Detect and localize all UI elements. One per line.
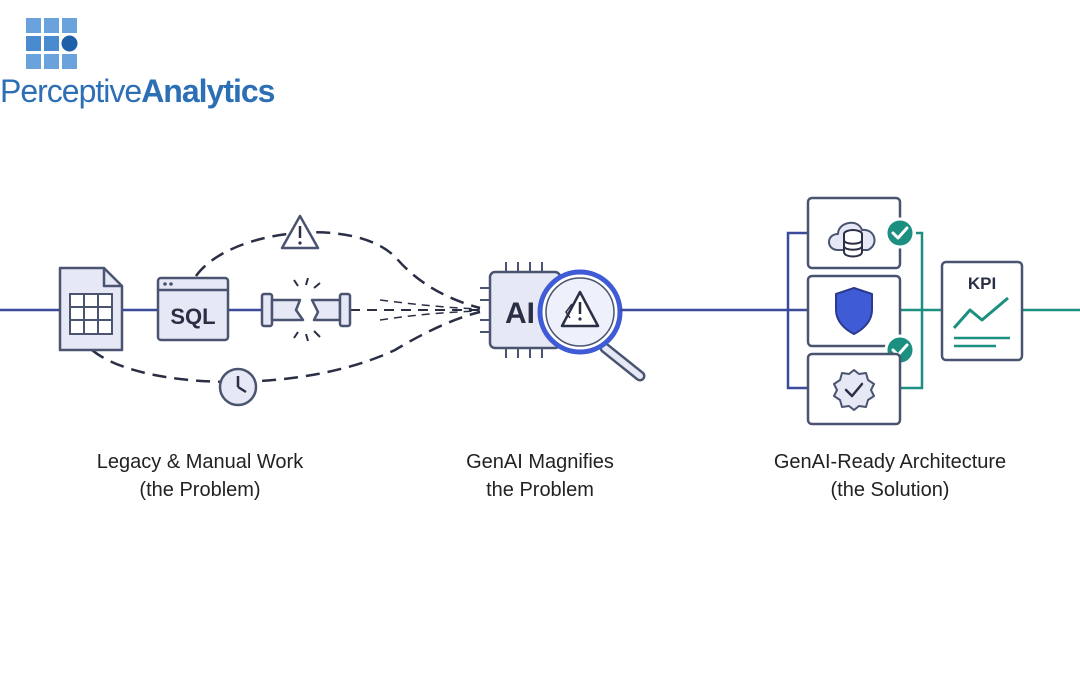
sql-label: SQL [170, 304, 215, 329]
caption-genai: GenAI Magnifies the Problem [420, 448, 660, 504]
logo-word-analytics: Analytics [141, 73, 275, 109]
stack-bracket-left [786, 231, 808, 390]
caption-legacy-line2: (the Problem) [139, 479, 261, 501]
caption-genai-line2: the Problem [486, 479, 594, 501]
caption-solution-line1: GenAI-Ready Architecture [773, 451, 1007, 473]
magnifier-warning-icon [537, 269, 646, 382]
badge-check-icon [806, 352, 902, 426]
logo-grid-icon [26, 18, 78, 69]
caption-genai-line1: GenAI Magnifies [466, 451, 614, 473]
ai-chip-label: AI [505, 297, 535, 330]
clock-icon [218, 367, 258, 407]
shield-icon [806, 274, 902, 348]
caption-solution: GenAI-Ready Architecture (the Solution) [730, 448, 1050, 504]
dashed-flow-top [194, 231, 481, 310]
dashed-flow-mid3 [379, 310, 481, 321]
cloud-database-icon [806, 196, 902, 270]
caption-legacy: Legacy & Manual Work (the Problem) [60, 448, 340, 504]
logo-wordmark: PerceptiveAnalytics [0, 72, 275, 110]
kpi-chart-icon: KPI [940, 260, 1024, 362]
dashed-flow-mid2 [379, 299, 481, 310]
sql-window-icon: SQL [156, 276, 230, 342]
kpi-label: KPI [968, 274, 996, 293]
dashed-flow-bottom [91, 310, 481, 384]
caption-legacy-line1: Legacy & Manual Work [96, 451, 304, 473]
checkmark-icon [884, 217, 916, 249]
spreadsheet-icon [58, 266, 124, 352]
caption-solution-line2: (the Solution) [830, 479, 950, 501]
perceptive-analytics-logo: PerceptiveAnalytics [0, 18, 275, 110]
warning-icon [280, 214, 320, 250]
broken-pipe-icon [260, 277, 352, 342]
logo-word-perceptive: Perceptive [0, 73, 142, 109]
